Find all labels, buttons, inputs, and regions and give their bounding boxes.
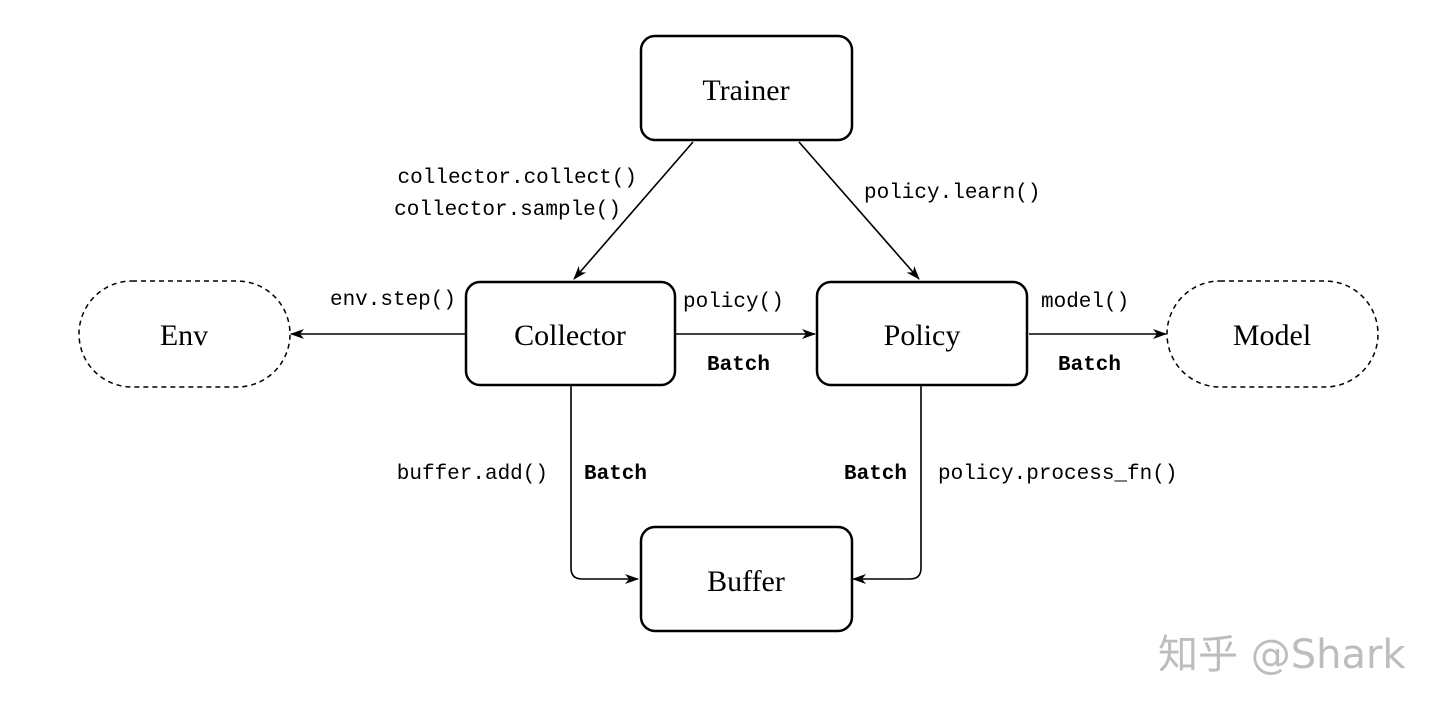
- watermark: 知乎 @Shark: [1158, 632, 1406, 678]
- label-collector-collect: collector.collect(): [398, 167, 637, 190]
- label-model-call: model(): [1041, 291, 1129, 314]
- label-buffer-batch-left: Batch: [584, 463, 647, 486]
- node-env: Env: [78, 280, 291, 388]
- node-collector: Collector: [464, 280, 677, 387]
- node-buffer: Buffer: [639, 525, 854, 633]
- edge-trainer-to-collector: [573, 141, 694, 280]
- node-trainer-label: Trainer: [702, 74, 789, 107]
- label-policy-batch: Batch: [707, 354, 770, 377]
- label-collector-sample: collector.sample(): [394, 199, 621, 222]
- node-env-label: Env: [160, 319, 208, 352]
- node-model: Model: [1166, 280, 1379, 388]
- label-process-fn: policy.process_fn(): [938, 463, 1177, 486]
- node-policy-label: Policy: [884, 319, 961, 352]
- edge-collector-to-buffer: [570, 386, 639, 584]
- edge-trainer-to-policy: [798, 141, 920, 280]
- label-buffer-batch-right: Batch: [844, 463, 907, 486]
- label-env-step: env.step(): [330, 289, 456, 312]
- edge-policy-to-buffer: [852, 386, 922, 584]
- label-model-batch: Batch: [1058, 354, 1121, 377]
- node-trainer: Trainer: [639, 34, 854, 142]
- node-policy: Policy: [815, 280, 1029, 387]
- label-policy-learn: policy.learn(): [864, 182, 1040, 205]
- node-collector-label: Collector: [514, 319, 626, 352]
- node-model-label: Model: [1233, 319, 1311, 352]
- label-buffer-add: buffer.add(): [397, 463, 548, 486]
- node-buffer-label: Buffer: [707, 565, 785, 598]
- label-policy-call: policy(): [683, 291, 784, 314]
